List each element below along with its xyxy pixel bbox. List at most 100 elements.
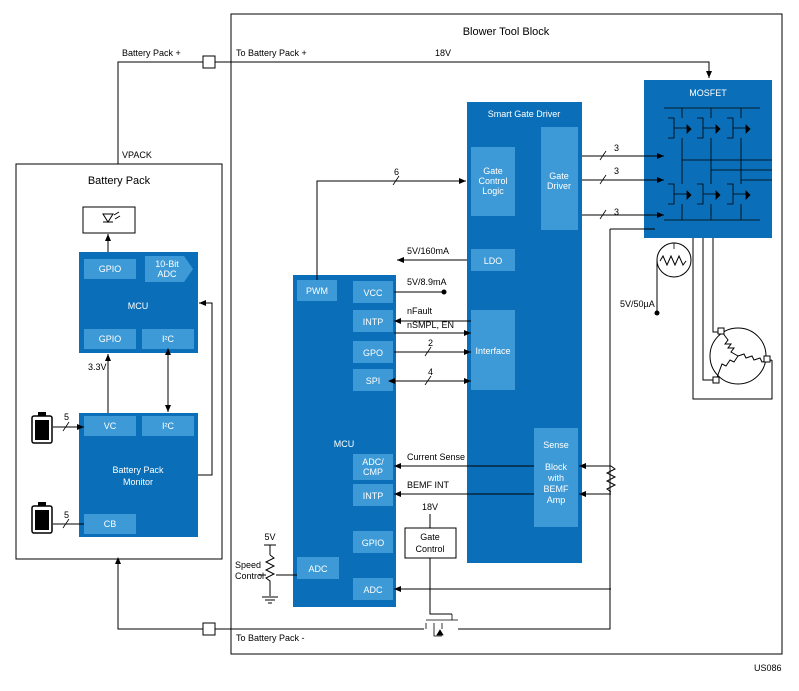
- battery-pack-plus-label: Battery Pack +: [122, 48, 181, 58]
- gate-control-logic: [471, 147, 515, 216]
- speed-pot-icon: [264, 554, 276, 596]
- bottom-connector: [202, 622, 216, 636]
- gate-control-box: [404, 527, 457, 559]
- figure-id: US086: [754, 663, 782, 673]
- vcc-node: [441, 289, 447, 295]
- current-sense-label: Current Sense: [407, 452, 465, 462]
- battery-mcu-adc-line2: ADC: [157, 269, 177, 279]
- main-mcu-title: MCU: [334, 439, 355, 449]
- gcl-line1: Gate: [483, 166, 503, 176]
- interface-block: [471, 310, 515, 390]
- mosfet-block: [644, 80, 772, 238]
- supply-18v-label: 18V: [435, 48, 451, 58]
- monitor-cb: [84, 514, 136, 534]
- battery-mcu-gpio-top: [84, 259, 136, 279]
- monitor-cb-label: CB: [104, 519, 117, 529]
- to-battery-pack-plus-label: To Battery Pack +: [236, 48, 307, 58]
- mcu-adc-bottom-label: ADC: [363, 585, 383, 595]
- sense-line5: Amp: [547, 495, 566, 505]
- pwm-count-label: 6: [394, 167, 399, 177]
- battery-mcu-i2c-label: I²C: [162, 334, 174, 344]
- mosfet-title: MOSFET: [689, 88, 727, 98]
- battery-mcu-gpio-bottom: [84, 329, 136, 349]
- battery-mcu-gpio-bottom-label: GPIO: [99, 334, 122, 344]
- mcu-intp2: [353, 484, 393, 506]
- battery-mcu-i2c: [142, 329, 194, 349]
- sense-block: [534, 428, 578, 527]
- battery-balance-icon: [31, 502, 53, 534]
- thermistor-label: T: [671, 241, 677, 251]
- nsmpl-label: nSMPL, EN: [407, 320, 454, 330]
- interface-label: Interface: [475, 346, 510, 356]
- gd-line1: Gate: [549, 171, 569, 181]
- ldo-out-label: 5V/160mA: [407, 246, 449, 256]
- gpo-count-label: 2: [428, 338, 433, 348]
- mcu-gpo-label: GPO: [363, 348, 383, 358]
- vc-count-label: 5: [64, 412, 69, 422]
- phase-count-b: 3: [614, 166, 619, 176]
- low-side-switch-icon: [425, 614, 458, 637]
- mcu-adc-cmp-line2: CMP: [363, 467, 383, 477]
- mcu-gpio-label: GPIO: [362, 538, 385, 548]
- gcl-line2: Control: [478, 176, 507, 186]
- mcu-adc-left: [297, 557, 339, 579]
- mcu-vcc: [353, 281, 393, 303]
- shunt-resistor-icon: [605, 465, 617, 493]
- mcu-vcc-label: VCC: [363, 288, 383, 298]
- battery-cells-icon: [31, 412, 53, 444]
- three-phase-bridge-icon: [664, 107, 772, 221]
- gate-driver-sub: [541, 127, 578, 230]
- gate-18v-label: 18V: [422, 502, 438, 512]
- motor-icon: [709, 327, 773, 385]
- mcu-pwm: [297, 280, 337, 301]
- mcu-adc-cmp-line1: ADC/: [362, 457, 384, 467]
- ground-icon: [262, 596, 278, 604]
- v33-label: 3.3V: [88, 362, 107, 372]
- thermistor-node: [654, 310, 660, 316]
- phase-count-c: 3: [614, 207, 619, 217]
- mcu-gpio: [353, 531, 393, 553]
- cb-count-label: 5: [64, 510, 69, 520]
- phase-count-a: 3: [614, 143, 619, 153]
- monitor-title-line2: Monitor: [123, 477, 153, 487]
- top-connector: [202, 55, 216, 69]
- nfault-label: nFault: [407, 306, 433, 316]
- mcu-adc-cmp: [353, 454, 393, 480]
- battery-pack-title: Battery Pack: [88, 175, 151, 187]
- monitor-i2c: [142, 416, 194, 436]
- gate-control-line1: Gate: [420, 532, 440, 542]
- sense-line3: with: [547, 473, 564, 483]
- vcc-in-label: 5V/8.9mA: [407, 277, 447, 287]
- sense-line2: Block: [545, 462, 568, 472]
- mcu-adc-left-label: ADC: [308, 564, 328, 574]
- battery-mcu-adc: [145, 256, 193, 282]
- gcl-line3: Logic: [482, 186, 504, 196]
- gate-driver-title: Smart Gate Driver: [488, 109, 561, 119]
- mcu-intp2-label: INTP: [363, 491, 384, 501]
- mcu-gpo: [353, 341, 393, 363]
- led-icon: [102, 211, 121, 223]
- battery-mcu-title: MCU: [128, 301, 149, 311]
- monitor-vc-label: VC: [104, 421, 117, 431]
- ldo-label: LDO: [484, 256, 503, 266]
- mcu-pwm-label: PWM: [306, 286, 328, 296]
- sense-line1: Sense: [543, 440, 569, 450]
- monitor-vc: [84, 416, 136, 436]
- speed-control-line2: Control: [235, 571, 264, 581]
- to-battery-pack-minus-label: To Battery Pack -: [236, 633, 305, 643]
- monitor-title-line1: Battery Pack: [112, 465, 164, 475]
- vpack-label: VPACK: [122, 150, 152, 160]
- spi-count-label: 4: [428, 367, 433, 377]
- gate-control-line2: Control: [415, 544, 444, 554]
- bemf-int-label: BEMF INT: [407, 480, 450, 490]
- blower-tool-block-title: Blower Tool Block: [463, 26, 550, 38]
- mcu-intp-label: INTP: [363, 317, 384, 327]
- v5-label: 5V: [264, 532, 275, 542]
- mcu-intp: [353, 310, 393, 332]
- v5-50ua-label: 5V/50µA: [620, 299, 655, 309]
- battery-mcu-adc-line1: 10-Bit: [155, 259, 179, 269]
- speed-control-line1: Speed: [235, 560, 261, 570]
- thermistor-icon: T: [656, 241, 692, 278]
- mcu-spi: [353, 369, 393, 391]
